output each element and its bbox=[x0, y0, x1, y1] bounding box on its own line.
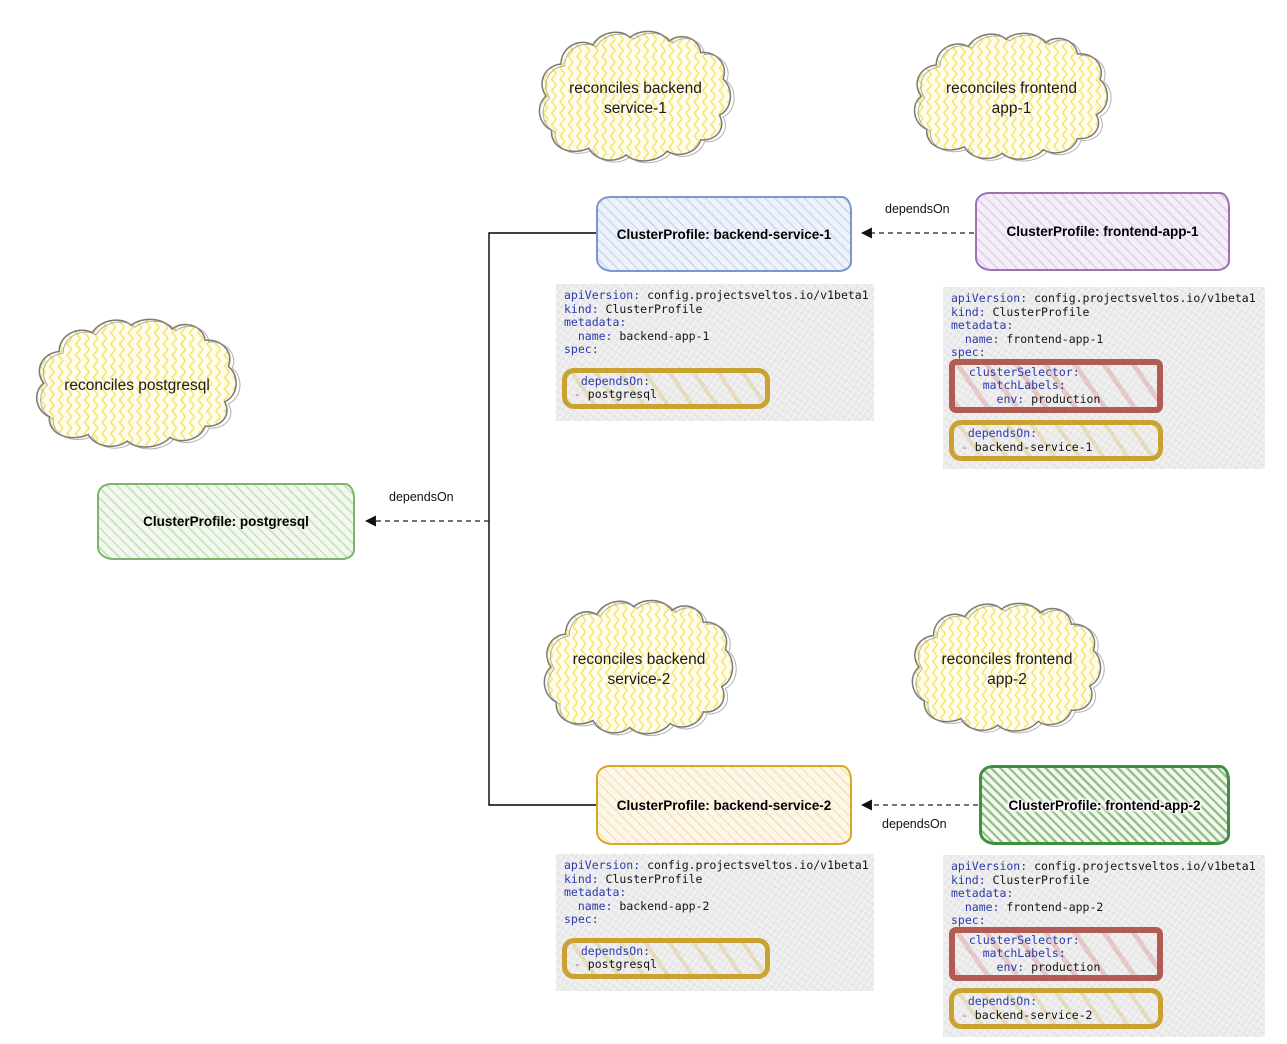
edge-label-depends-on-middle: dependsOn bbox=[389, 490, 454, 504]
cloud-text: reconciles frontend app-2 bbox=[941, 650, 1073, 688]
cloud-text: reconciles postgresql bbox=[64, 376, 210, 394]
profile-title: ClusterProfile: postgresql bbox=[143, 514, 309, 529]
profile-title: ClusterProfile: backend-service-1 bbox=[616, 226, 832, 242]
profile-box-backend-service-1: ClusterProfile: backend-service-1 bbox=[596, 196, 852, 272]
yaml-panel-backend-service-2: apiVersion: config.projectsveltos.io/v1b… bbox=[556, 854, 874, 991]
cloud-text: reconciles backend service-1 bbox=[569, 79, 702, 117]
cluster-selector-highlight: clusterSelector: matchLabels: env: produ… bbox=[949, 358, 1163, 413]
profile-box-frontend-app-2: ClusterProfile: frontend-app-2 bbox=[979, 765, 1230, 845]
profile-title: ClusterProfile: frontend-app-2 bbox=[1008, 797, 1201, 813]
cloud-reconciles-frontend-2: reconciles frontend app-2 bbox=[906, 600, 1108, 740]
edge-label-depends-on-top: dependsOn bbox=[885, 202, 950, 216]
depends-on-highlight: dependsOn: - backend-service-2 bbox=[949, 988, 1163, 1029]
cloud-text: reconciles frontend app-1 bbox=[946, 79, 1077, 117]
connector-backend-bracket bbox=[488, 232, 596, 806]
cloud-reconciles-backend-2: reconciles backend service-2 bbox=[538, 597, 740, 743]
profile-title: ClusterProfile: frontend-app-1 bbox=[1006, 224, 1199, 239]
cloud-reconciles-postgresql: reconciles postgresql bbox=[30, 316, 244, 456]
yaml-panel-frontend-app-1: apiVersion: config.projectsveltos.io/v1b… bbox=[943, 287, 1265, 469]
profile-box-postgresql: ClusterProfile: postgresql bbox=[97, 483, 355, 560]
depends-on-highlight: dependsOn: - postgresql bbox=[562, 367, 770, 409]
yaml-panel-frontend-app-2: apiVersion: config.projectsveltos.io/v1b… bbox=[943, 855, 1265, 1037]
cloud-reconciles-backend-1: reconciles backend service-1 bbox=[533, 28, 738, 170]
cluster-selector-highlight: clusterSelector: matchLabels: env: produ… bbox=[949, 926, 1163, 981]
yaml-panel-backend-service-1: apiVersion: config.projectsveltos.io/v1b… bbox=[556, 284, 874, 421]
profile-box-frontend-app-1: ClusterProfile: frontend-app-1 bbox=[975, 192, 1230, 271]
cloud-reconciles-frontend-1: reconciles frontend app-1 bbox=[908, 30, 1115, 168]
edge-label-depends-on-bottom: dependsOn bbox=[882, 817, 947, 831]
cloud-text: reconciles backend service-2 bbox=[572, 650, 706, 688]
depends-on-highlight: dependsOn: - postgresql bbox=[562, 937, 770, 979]
profile-title: ClusterProfile: backend-service-2 bbox=[616, 797, 832, 813]
depends-on-highlight: dependsOn: - backend-service-1 bbox=[949, 420, 1163, 461]
profile-box-backend-service-2: ClusterProfile: backend-service-2 bbox=[596, 765, 852, 845]
